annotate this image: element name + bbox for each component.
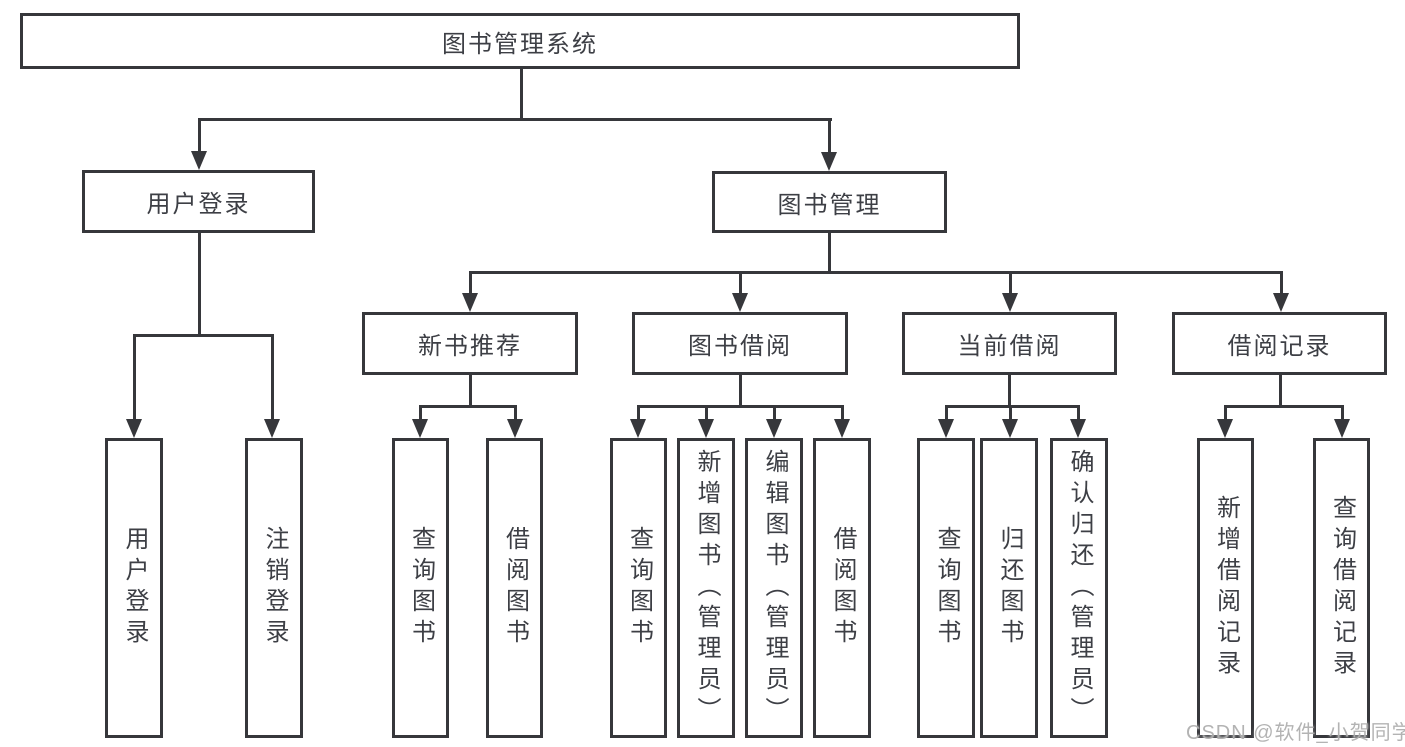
connector-arrow-shaft: [1224, 405, 1227, 420]
connector-arrow-shaft: [1341, 405, 1344, 420]
connector-arrow-shaft: [1009, 271, 1012, 294]
node-root: 图书管理系统: [20, 13, 1020, 69]
leaf-borrow-books-recommend-label: 借阅图书: [501, 526, 529, 650]
arrow-down-icon: [938, 419, 954, 438]
connector-line: [419, 405, 517, 408]
arrow-down-icon: [821, 152, 837, 171]
leaf-add-books-admin-label: 新增图书（管理员）: [693, 448, 720, 728]
connector-arrow-shaft: [1077, 405, 1080, 420]
node-current-borrowing-label: 当前借阅: [957, 333, 1062, 360]
arrow-down-icon: [507, 419, 523, 438]
connector-arrow-shaft: [773, 405, 776, 420]
arrow-down-icon: [264, 419, 280, 438]
arrow-down-icon: [462, 293, 478, 312]
leaf-query-borrow-record-label: 查询借阅记录: [1328, 495, 1356, 681]
connector-arrow-shaft: [133, 334, 136, 420]
connector-arrow-shaft: [945, 405, 948, 420]
node-book-management: 图书管理: [712, 171, 947, 233]
node-book-borrowing-label: 图书借阅: [688, 333, 792, 360]
arrow-down-icon: [191, 151, 207, 170]
connector-arrow-shaft: [271, 334, 274, 420]
leaf-query-books-recommend: 查询图书: [392, 438, 449, 738]
arrow-down-icon: [1002, 293, 1018, 312]
connector-arrow-shaft: [1009, 405, 1012, 420]
leaf-add-borrow-record: 新增借阅记录: [1197, 438, 1254, 738]
node-user-login-label: 用户登录: [146, 191, 251, 218]
arrow-down-icon: [1334, 419, 1350, 438]
node-current-borrowing: 当前借阅: [902, 312, 1117, 375]
watermark: CSDN @软件_小贺同学: [1186, 722, 1405, 744]
node-root-label: 图书管理系统: [442, 30, 598, 58]
leaf-add-borrow-record-label: 新增借阅记录: [1212, 495, 1240, 681]
connector-arrow-shaft: [198, 118, 201, 152]
connector-line: [828, 233, 831, 274]
connector-arrow-shaft: [637, 405, 640, 420]
leaf-borrow-books-borrowing: 借阅图书: [813, 438, 871, 738]
node-user-login: 用户登录: [82, 170, 315, 233]
node-borrowing-records: 借阅记录: [1172, 312, 1387, 375]
leaf-confirm-return-admin: 确认归还（管理员）: [1050, 438, 1108, 738]
arrow-down-icon: [126, 419, 142, 438]
arrow-down-icon: [412, 419, 428, 438]
connector-line: [198, 118, 832, 121]
node-new-book-recommend-label: 新书推荐: [418, 333, 522, 360]
node-book-borrowing: 图书借阅: [632, 312, 848, 375]
connector-arrow-shaft: [705, 405, 708, 420]
leaf-query-borrow-record: 查询借阅记录: [1313, 438, 1370, 738]
node-borrowing-records-label: 借阅记录: [1227, 333, 1332, 360]
leaf-add-books-admin: 新增图书（管理员）: [677, 438, 735, 738]
leaf-query-books-borrowing: 查询图书: [610, 438, 667, 738]
connector-line: [133, 334, 274, 337]
leaf-return-books: 归还图书: [980, 438, 1038, 738]
leaf-query-books-current: 查询图书: [917, 438, 975, 738]
connector-line: [945, 405, 1080, 408]
connector-line: [1279, 374, 1282, 408]
leaf-return-books-label: 归还图书: [996, 526, 1023, 650]
connector-line: [469, 271, 1283, 274]
arrow-down-icon: [1273, 293, 1289, 312]
arrow-down-icon: [732, 293, 748, 312]
connector-arrow-shaft: [828, 118, 831, 153]
leaf-edit-books-admin-label: 编辑图书（管理员）: [761, 448, 788, 728]
leaf-logout: 注销登录: [245, 438, 303, 738]
connector-line: [739, 374, 742, 408]
leaf-borrow-books-recommend: 借阅图书: [486, 438, 543, 738]
connector-arrow-shaft: [419, 405, 422, 420]
node-new-book-recommend: 新书推荐: [362, 312, 578, 375]
leaf-user-login-label: 用户登录: [121, 526, 148, 650]
leaf-edit-books-admin: 编辑图书（管理员）: [745, 438, 803, 738]
connector-line: [198, 233, 201, 337]
leaf-user-login: 用户登录: [105, 438, 163, 738]
connector-line: [1224, 405, 1344, 408]
leaf-borrow-books-borrowing-label: 借阅图书: [829, 526, 856, 650]
arrow-down-icon: [1002, 419, 1018, 438]
connector-arrow-shaft: [469, 271, 472, 294]
connector-arrow-shaft: [1280, 271, 1283, 294]
connector-arrow-shaft: [739, 271, 742, 294]
connector-arrow-shaft: [514, 405, 517, 420]
leaf-query-books-recommend-label: 查询图书: [407, 526, 435, 650]
connector-line: [637, 405, 844, 408]
connector-line: [520, 69, 523, 121]
leaf-query-books-current-label: 查询图书: [933, 526, 960, 650]
node-book-management-label: 图书管理: [777, 191, 882, 219]
arrow-down-icon: [698, 419, 714, 438]
connector-line: [1008, 374, 1011, 408]
leaf-logout-label: 注销登录: [261, 526, 288, 650]
connector-arrow-shaft: [841, 405, 844, 420]
leaf-query-books-borrowing-label: 查询图书: [625, 526, 653, 650]
arrow-down-icon: [834, 419, 850, 438]
arrow-down-icon: [1070, 419, 1086, 438]
arrow-down-icon: [766, 419, 782, 438]
leaf-confirm-return-admin-label: 确认归还（管理员）: [1066, 448, 1093, 728]
arrow-down-icon: [630, 419, 646, 438]
arrow-down-icon: [1217, 419, 1233, 438]
connector-line: [469, 374, 472, 408]
